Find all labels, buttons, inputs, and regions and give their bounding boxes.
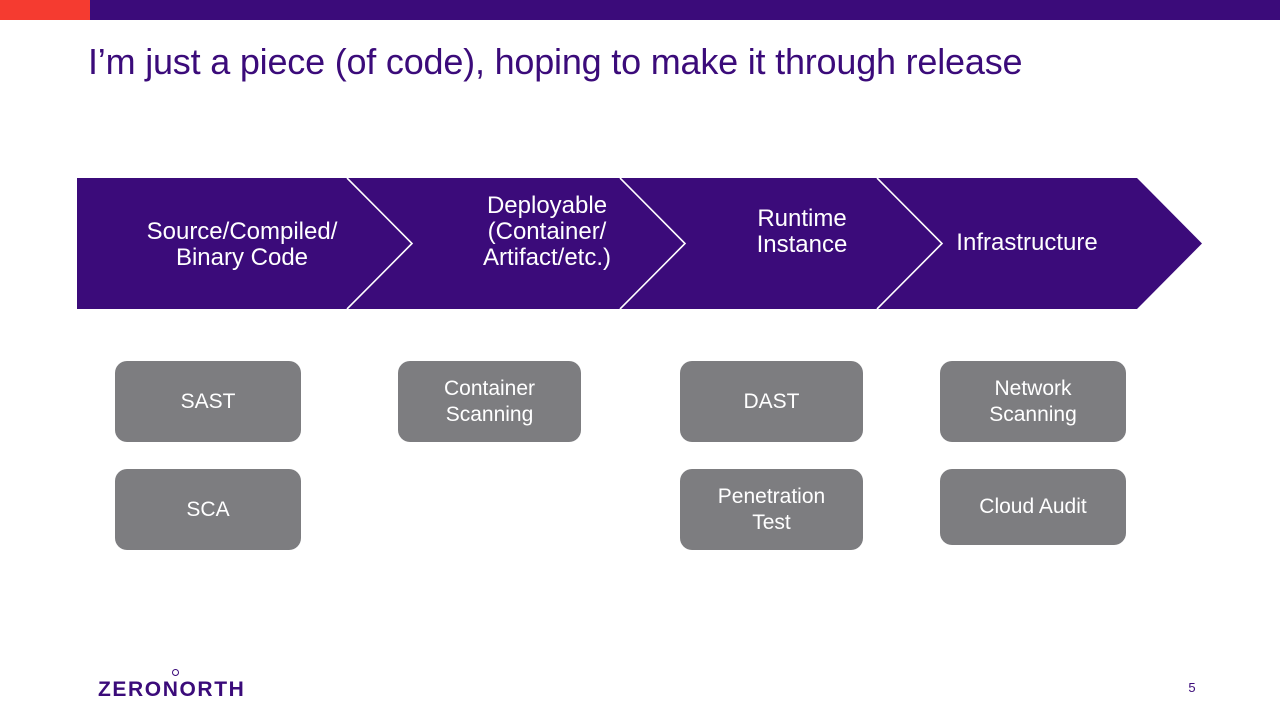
pipeline-banner: Source/Compiled/ Binary Code Deployable … <box>77 178 1202 309</box>
pipeline-stage-label-deployable: Deployable (Container/ Artifact/etc.) <box>482 192 612 271</box>
page-title: I’m just a piece (of code), hoping to ma… <box>88 41 1023 82</box>
tool-box-penetration-test: Penetration Test <box>680 469 863 550</box>
tool-box-cloud-audit: Cloud Audit <box>940 469 1126 545</box>
zeronorth-logo-text: ZERONORTH <box>98 678 246 701</box>
tool-box-dast: DAST <box>680 361 863 442</box>
tool-box-sca: SCA <box>115 469 301 550</box>
pipeline-stage-label-infrastructure: Infrastructure <box>956 229 1098 256</box>
zeronorth-logo: ZERONORTH <box>98 669 246 704</box>
zeronorth-logo-circle-icon <box>172 669 179 676</box>
tool-box-container-scanning: Container Scanning <box>398 361 581 442</box>
tool-box-sast: SAST <box>115 361 301 442</box>
pipeline-banner-shape <box>77 178 1202 309</box>
pipeline-stage-label-runtime-instance: Runtime Instance <box>756 205 848 258</box>
slide-number: 5 <box>1188 680 1196 695</box>
tool-box-network-scanning: Network Scanning <box>940 361 1126 442</box>
pipeline-stage-label-source-compiled-binary-code: Source/Compiled/ Binary Code <box>146 218 338 271</box>
red-accent-bar <box>0 0 90 20</box>
purple-header-bar <box>0 0 1280 20</box>
